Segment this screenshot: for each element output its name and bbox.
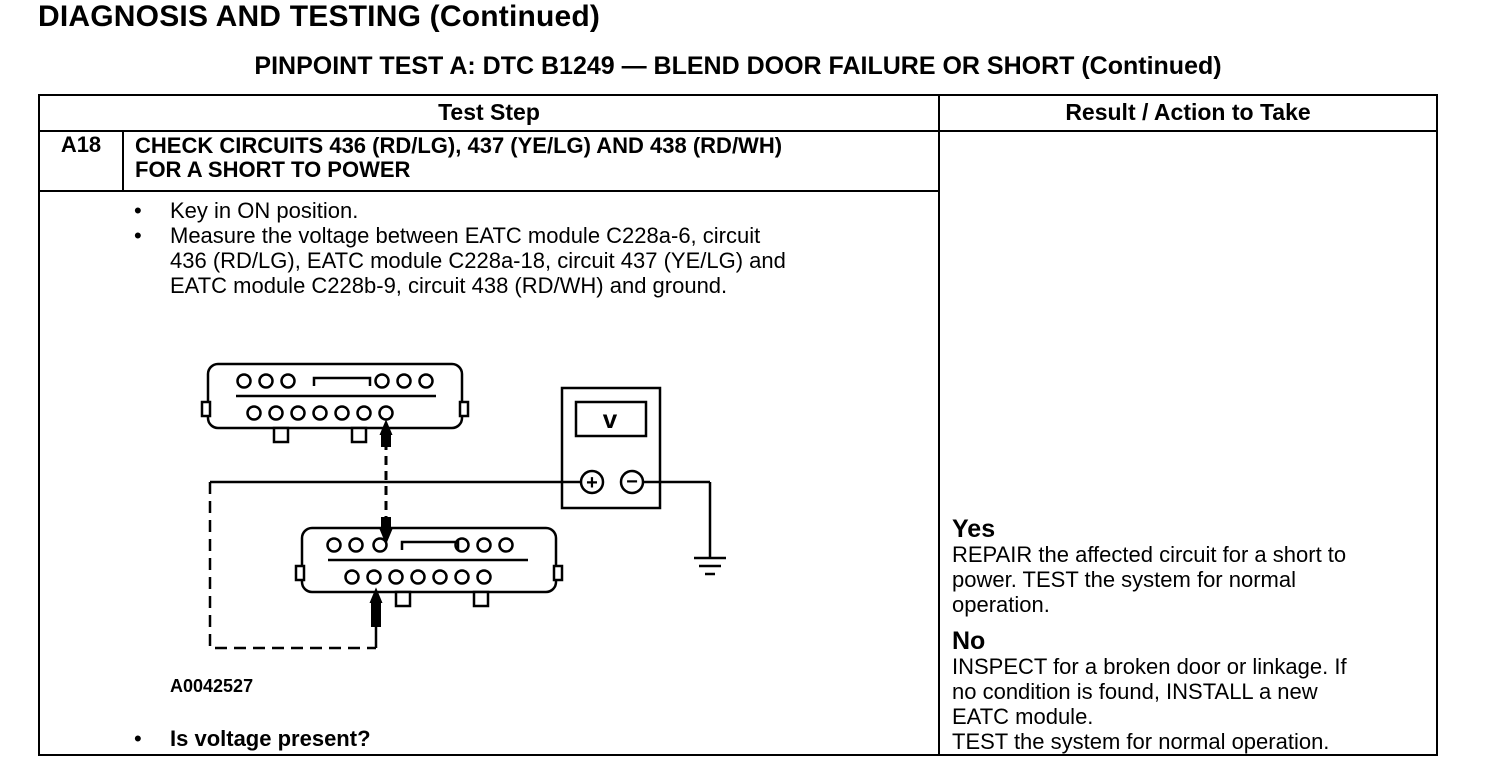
- result-line: TEST the system for normal operation.: [952, 729, 1330, 754]
- header-divider: [40, 130, 1436, 132]
- result-line: no condition is found, INSTALL a new: [952, 679, 1318, 704]
- step-title-divider: [40, 190, 938, 192]
- pinpoint-test-title: PINPOINT TEST A: DTC B1249 — BLEND DOOR …: [254, 52, 1222, 80]
- instruction-line: Key in ON position.: [170, 198, 359, 223]
- negative-terminal-label: −: [626, 471, 638, 493]
- header-result-action: Result / Action to Take: [1065, 99, 1311, 125]
- result-line: INSPECT for a broken door or linkage. If: [952, 654, 1347, 679]
- step-title-line: FOR A SHORT TO POWER: [135, 157, 411, 182]
- step-title: CHECK CIRCUITS 436 (RD/LG), 437 (YE/LG) …: [135, 134, 935, 182]
- positive-terminal-label: +: [586, 472, 598, 494]
- step-instructions: • Key in ON position. • Measure the volt…: [130, 198, 930, 298]
- page-heading: DIAGNOSIS AND TESTING (Continued): [38, 0, 601, 33]
- bullet-icon: •: [134, 198, 142, 223]
- figure-id: A0042527: [170, 676, 254, 696]
- column-divider: [938, 96, 940, 754]
- wiring-diagram: v + −: [200, 362, 726, 650]
- result-line: EATC module.: [952, 704, 1094, 729]
- step-question: • Is voltage present?: [130, 726, 371, 751]
- bullet-icon: •: [134, 726, 142, 751]
- result-no-label: No: [952, 627, 986, 655]
- upper-connector: [206, 362, 464, 430]
- pinpoint-test-table: Test Step Result / Action to Take A18 CH…: [38, 94, 1438, 756]
- result-yes: Yes REPAIR the affected circuit for a sh…: [952, 516, 1432, 617]
- result-line: power. TEST the system for normal: [952, 567, 1296, 592]
- header-test-step: Test Step: [438, 99, 540, 125]
- bullet-icon: •: [134, 223, 142, 248]
- question-text: Is voltage present?: [170, 726, 371, 751]
- result-line: REPAIR the affected circuit for a short …: [952, 542, 1347, 567]
- instruction-line: 436 (RD/LG), EATC module C228a-18, circu…: [170, 248, 786, 273]
- lower-connector: [300, 526, 558, 594]
- voltmeter: [560, 386, 662, 510]
- list-item: • Measure the voltage between EATC modul…: [130, 223, 930, 298]
- step-id-divider: [122, 130, 124, 192]
- meter-symbol: v: [603, 404, 618, 434]
- list-item: • Key in ON position.: [130, 198, 930, 223]
- result-no: No INSPECT for a broken door or linkage.…: [952, 628, 1432, 754]
- instruction-line: EATC module C228b-9, circuit 438 (RD/WH)…: [170, 273, 728, 298]
- step-id: A18: [60, 132, 102, 157]
- result-yes-label: Yes: [952, 515, 996, 543]
- step-title-line: CHECK CIRCUITS 436 (RD/LG), 437 (YE/LG) …: [135, 133, 783, 158]
- instruction-line: Measure the voltage between EATC module …: [170, 223, 761, 248]
- result-line: operation.: [952, 592, 1050, 617]
